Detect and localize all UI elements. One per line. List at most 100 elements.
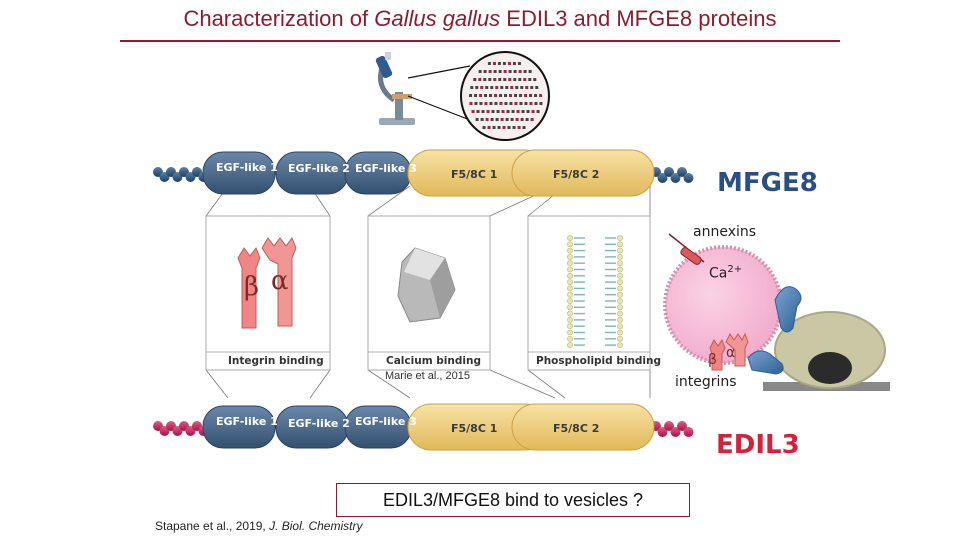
sequence-residue: [489, 94, 493, 97]
zoom-line-bottom: [407, 95, 471, 121]
integrin-dimer-icon: [237, 236, 297, 329]
sequence-residue: [526, 110, 530, 113]
sequence-residue: [515, 118, 519, 121]
edil3-bead-right: [657, 427, 668, 437]
integrin-alpha-symbol: α: [271, 266, 289, 296]
calcium-ion-charge: 2+: [727, 264, 743, 275]
sequence-residue: [489, 102, 493, 105]
cell-nucleus-icon: [808, 352, 852, 384]
sequence-residue: [500, 86, 504, 89]
sequence-residue: [536, 110, 540, 113]
citation-authors: Stapane et al., 2019,: [155, 519, 270, 533]
lipid-head: [567, 298, 573, 304]
lipid-head: [567, 310, 573, 317]
sequence-residue: [507, 62, 511, 65]
phospholipid-bilayer-icon: [567, 235, 623, 348]
sequence-residue: [491, 110, 495, 113]
lipid-head: [567, 247, 573, 254]
lipid-head: [567, 323, 573, 330]
lipid-head: [567, 241, 573, 248]
citation: Stapane et al., 2019, J. Biol. Chemistry: [155, 519, 362, 533]
lipid-head: [567, 285, 573, 292]
sequence-residue: [473, 78, 477, 81]
sequence-residue: [510, 118, 514, 121]
annexins-label: annexins: [693, 224, 757, 240]
mfge8-bead-right: [670, 173, 681, 183]
lipid-head: [617, 266, 623, 273]
sequence-residue: [514, 102, 518, 105]
sequence-residue: [523, 70, 527, 73]
sequence-residue: [493, 78, 497, 81]
lipid-head: [617, 310, 623, 317]
sequence-residue: [492, 62, 496, 65]
sequence-residue: [528, 70, 532, 73]
sequence-residue: [499, 102, 503, 105]
vesicle-integrin-beta-icon: [709, 338, 726, 371]
edil3-domain-egf2: EGF-like 2: [288, 417, 350, 430]
lipid-head: [617, 298, 623, 304]
sequence-residue: [478, 70, 482, 73]
lipid-head: [617, 235, 623, 241]
sequence-residue: [490, 86, 494, 89]
calcium-binding-caption: Calcium binding: [386, 355, 481, 367]
sequence-residue: [485, 86, 489, 89]
edil3-domain-egf1: EGF-like 1: [216, 415, 278, 428]
sequence-residue: [516, 110, 520, 113]
title-rule: [120, 40, 840, 42]
phospholipid-panel: [527, 215, 651, 371]
mfge8-domain-f58c1: F5/8C 1: [451, 168, 498, 181]
sequence-residue: [484, 94, 488, 97]
lipid-head: [617, 253, 623, 260]
sequence-residue: [519, 102, 523, 105]
sequence-residue: [529, 94, 533, 97]
mfge8-bead-right: [657, 173, 668, 183]
mfge8-domain-egf3: EGF-like 3: [355, 162, 417, 175]
lipid-head: [617, 247, 623, 254]
sequence-residue: [483, 70, 487, 73]
sequence-residue: [469, 94, 473, 97]
sequence-residue: [499, 94, 503, 97]
sequence-alignment-icon: [460, 51, 550, 141]
microscope-icon: [375, 52, 415, 125]
sequence-residue: [534, 94, 538, 97]
mfge8-domain-egf1: EGF-like 1: [216, 161, 278, 174]
lipid-head: [617, 291, 623, 298]
lipid-head: [567, 235, 573, 241]
vesicle-alpha-symbol: α: [726, 345, 736, 361]
sequence-residue: [475, 118, 479, 121]
sequence-residue: [495, 86, 499, 89]
lipid-head: [567, 335, 573, 342]
edil3-f58c-domain-2: [511, 403, 655, 451]
sequence-residue: [524, 102, 528, 105]
edil3-label: EDIL3: [716, 430, 800, 460]
lipid-head: [567, 279, 573, 285]
lipid-head: [567, 260, 573, 267]
sequence-residue: [502, 126, 506, 129]
edil3-egf-domain-1: [202, 405, 276, 449]
sequence-residue: [504, 94, 508, 97]
sequence-residue: [530, 118, 534, 121]
sequence-residue: [523, 78, 527, 81]
integrin-beta-symbol: β: [244, 272, 260, 302]
sequence-residue: [531, 110, 535, 113]
lipid-head: [617, 342, 623, 348]
lipid-head: [567, 272, 573, 279]
sequence-residue: [507, 126, 511, 129]
sequence-residue: [508, 78, 512, 81]
sequence-residue: [506, 110, 510, 113]
panel-connectors: [205, 185, 651, 399]
sequence-residue: [497, 126, 501, 129]
sequence-residue: [496, 110, 500, 113]
mfge8-domain-f58c2: F5/8C 2: [553, 168, 600, 181]
sequence-residue: [539, 94, 543, 97]
sequence-residue: [492, 126, 496, 129]
sequence-residue: [501, 110, 505, 113]
sequence-residue: [513, 70, 517, 73]
lipid-head: [567, 342, 573, 348]
title-species: Gallus gallus: [374, 6, 501, 31]
sequence-residue: [528, 78, 532, 81]
lipid-head: [617, 241, 623, 248]
sequence-residue: [488, 78, 492, 81]
edil3-bead-right: [670, 427, 681, 437]
